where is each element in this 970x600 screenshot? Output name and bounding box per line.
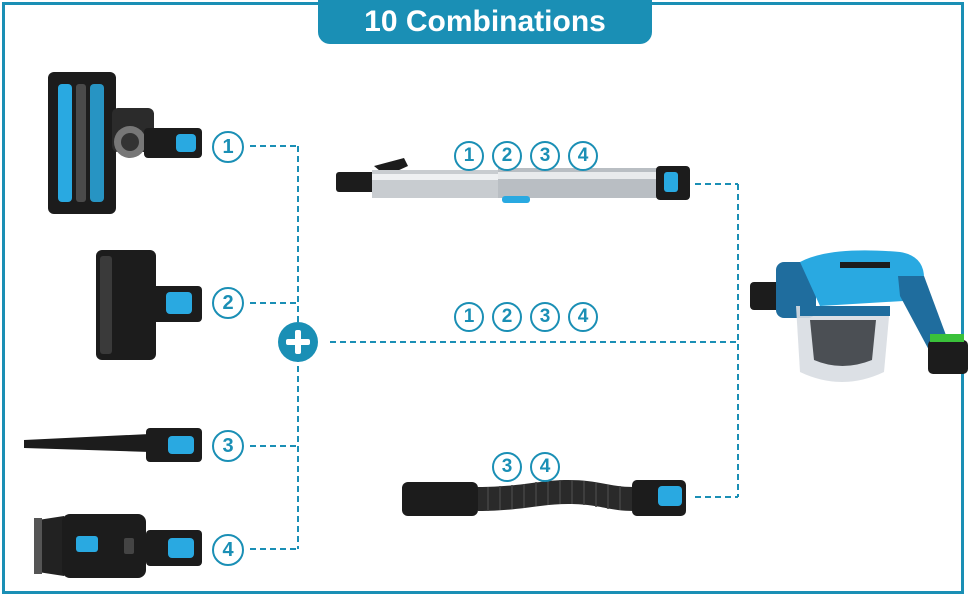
attachment-badge-3: 3 (212, 430, 244, 462)
mini-brush-image (96, 250, 202, 360)
dusting-brush-image (34, 514, 202, 578)
attachment-badge-4: 4 (212, 534, 244, 566)
flexible-hose-image (402, 480, 686, 516)
direct-route-label-4: 4 (568, 302, 598, 332)
plus-icon (278, 322, 318, 362)
crevice-tool-image (24, 428, 202, 462)
tube-route-label-2: 2 (492, 141, 522, 171)
direct-route-label-1: 1 (454, 302, 484, 332)
hose-route-label-1: 3 (492, 452, 522, 482)
handheld-vacuum-image (750, 250, 968, 382)
attachment-badge-1: 1 (212, 131, 244, 163)
tube-route-label-3: 3 (530, 141, 560, 171)
hose-route-label-2: 4 (530, 452, 560, 482)
direct-route-label-3: 3 (530, 302, 560, 332)
direct-route-label-2: 2 (492, 302, 522, 332)
tube-route-label-4: 4 (568, 141, 598, 171)
tube-route-label-1: 1 (454, 141, 484, 171)
floor-brush-image (48, 72, 202, 214)
attachment-badge-2: 2 (212, 287, 244, 319)
